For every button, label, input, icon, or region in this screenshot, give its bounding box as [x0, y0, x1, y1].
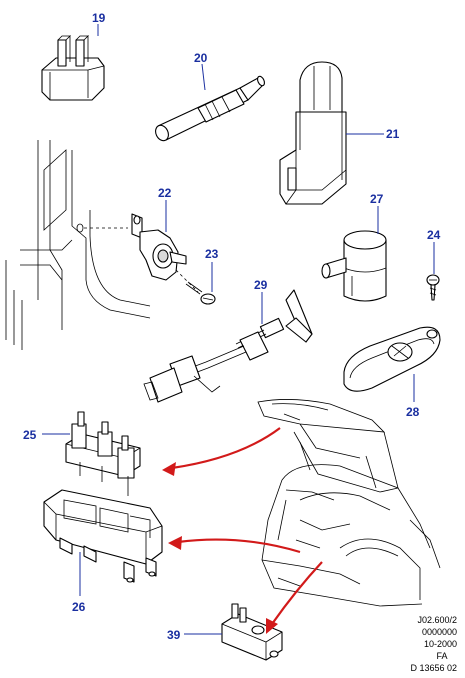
- ref-line-4: FA: [436, 651, 447, 661]
- callout-24: 24: [427, 228, 441, 242]
- callout-23: 23: [205, 247, 219, 261]
- part-29-switch-wiring: [143, 289, 313, 403]
- ref-line-2: 0000000: [422, 627, 457, 637]
- arrow-to-26: [177, 538, 301, 554]
- part-23-screw: [175, 269, 216, 305]
- ref-line-5: D 13656 02: [410, 663, 457, 673]
- part-26-switch-pack: [43, 489, 163, 583]
- part-25-switch-block: [65, 411, 141, 496]
- part-27-switch-boot: [321, 230, 387, 302]
- leader-20: [201, 63, 206, 91]
- callout-28: 28: [406, 405, 420, 419]
- door-pillar-panel: [5, 140, 151, 350]
- arrowhead-39: [266, 618, 278, 634]
- callout-26: 26: [72, 600, 86, 614]
- arrow-to-25: [171, 427, 281, 470]
- ref-line-3: 10-2000: [424, 639, 457, 649]
- part-21-connector-housing: [279, 61, 347, 205]
- callout-21: 21: [386, 127, 400, 141]
- arrowhead-26: [168, 536, 182, 550]
- part-28-switch-boot-plate: [343, 326, 441, 392]
- part-20-lighter-element: [155, 75, 265, 142]
- arrow-to-39: [271, 561, 323, 625]
- callout-25: 25: [23, 428, 37, 442]
- callout-20: 20: [194, 51, 208, 65]
- part-22-door-switch: [131, 213, 187, 281]
- callout-19: 19: [92, 11, 106, 25]
- callout-39: 39: [167, 628, 181, 642]
- location-arrows: [162, 427, 323, 634]
- drawing-reference: J02.600/2 0000000 10-2000 FA D 13656 02: [410, 615, 457, 673]
- part-24-screw: [426, 274, 440, 301]
- callout-29: 29: [254, 278, 268, 292]
- callout-27: 27: [370, 192, 384, 206]
- callout-22: 22: [158, 186, 172, 200]
- part-39-module: [221, 603, 283, 661]
- ref-line-1: J02.600/2: [417, 615, 457, 625]
- part-19-fuse-holder: [41, 35, 105, 101]
- arrowhead-25: [162, 462, 176, 476]
- car-rear-view: [257, 399, 441, 607]
